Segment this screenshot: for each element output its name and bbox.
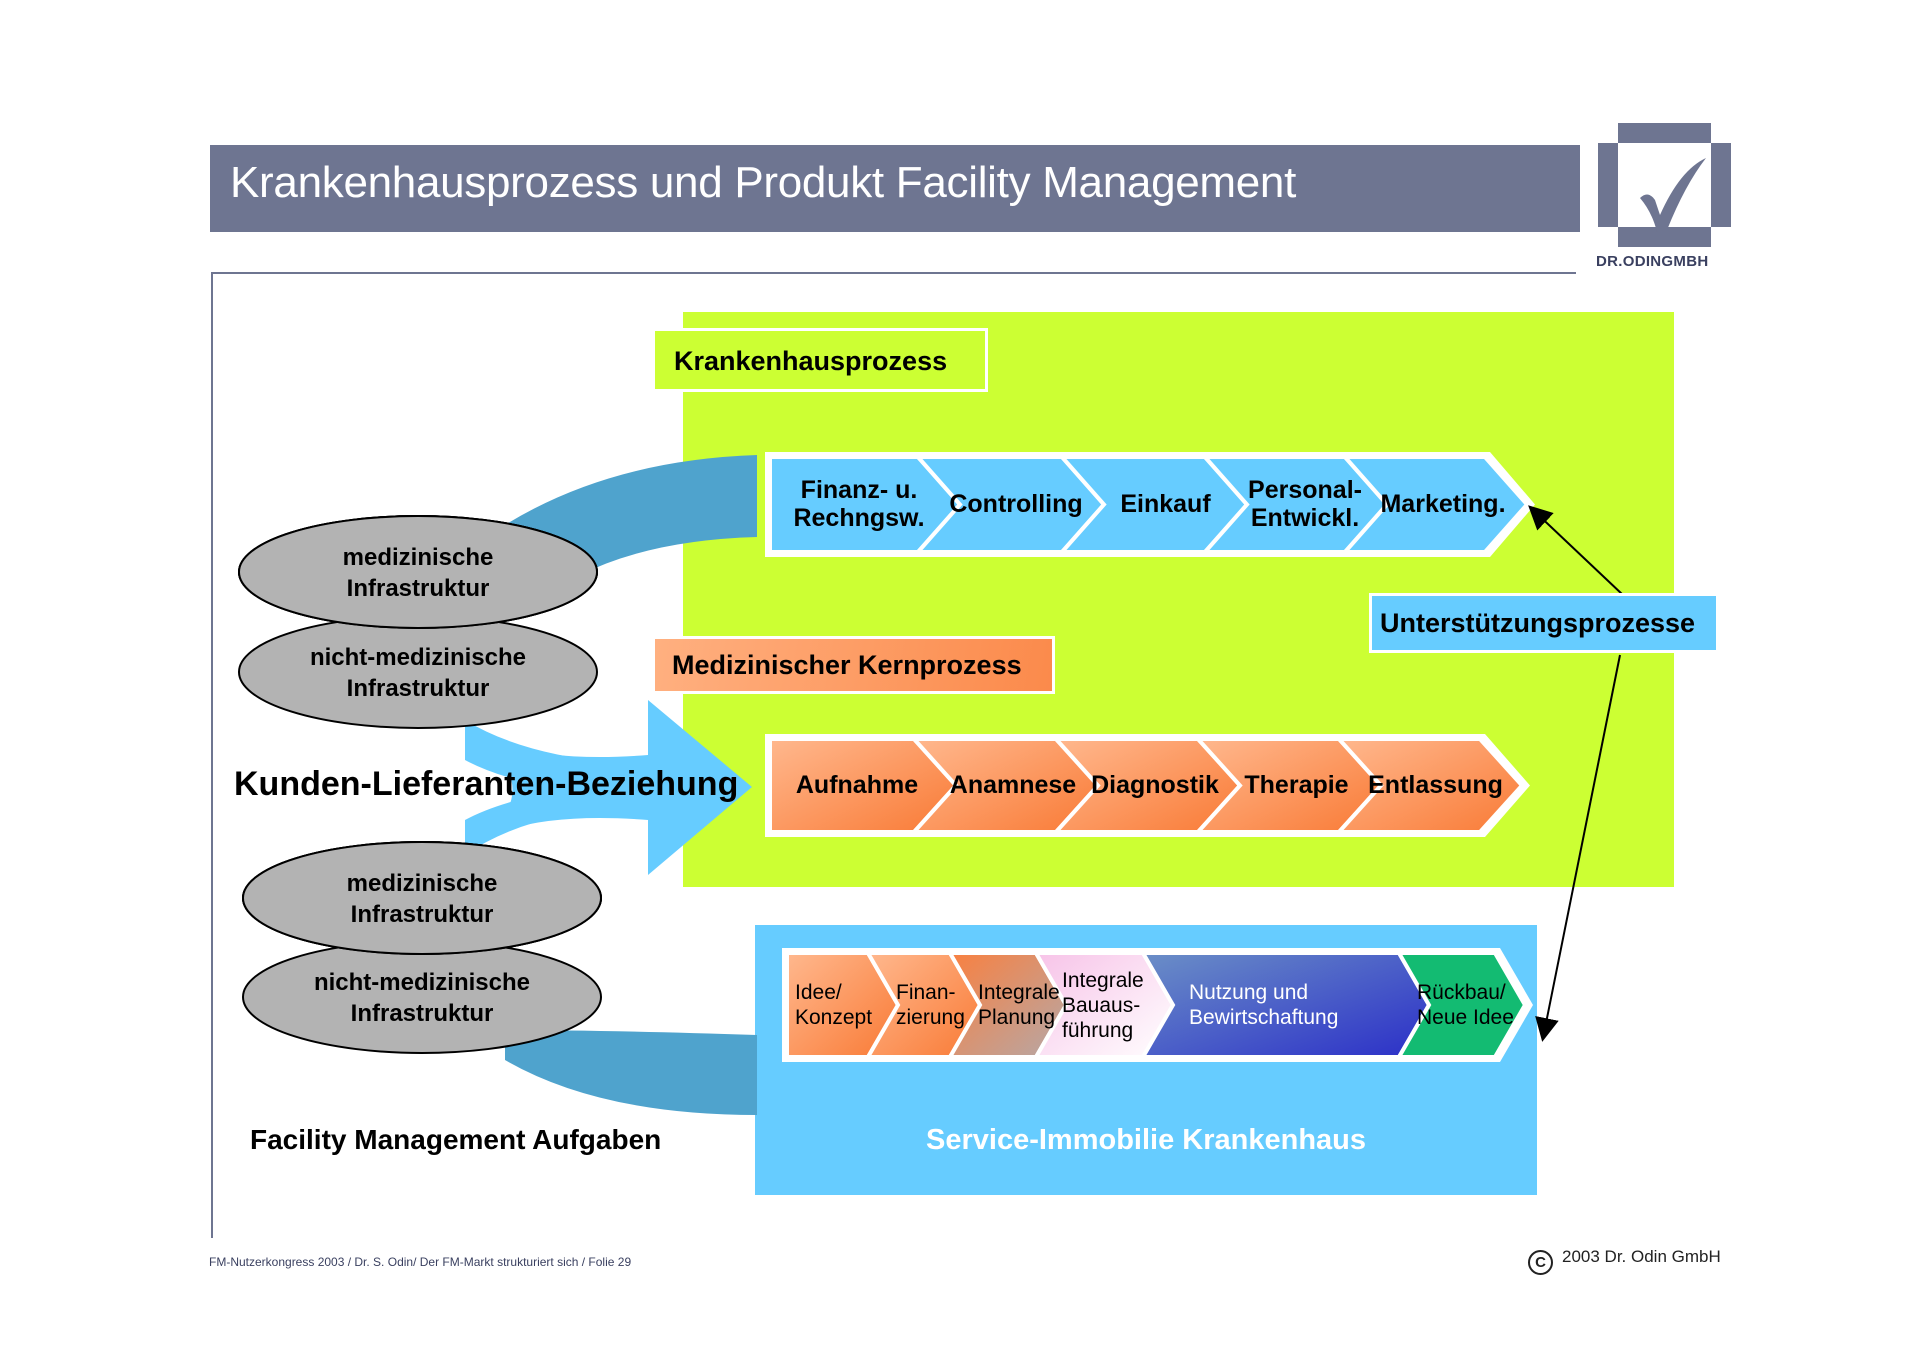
- support-step-text: Controlling: [949, 490, 1083, 518]
- support-process-row: [765, 452, 1535, 557]
- ellipse-4-line2: Infrastruktur: [350, 1000, 494, 1027]
- lifecycle-row: [782, 948, 1533, 1062]
- core-process-row: [765, 734, 1530, 837]
- lifecycle-step-text: Integrale: [1062, 968, 1144, 992]
- lifecycle-step-text: Neue Idee: [1417, 1006, 1514, 1030]
- ellipse-4-label: nicht-medizinische Infrastruktur: [243, 967, 601, 1029]
- core-step-text: Diagnostik: [1091, 771, 1219, 799]
- support-step-label: Finanz- u.Rechngsw.: [770, 476, 948, 532]
- kunden-lieferanten-arrow-body-top: [465, 720, 648, 800]
- lifecycle-step-6: [1395, 951, 1528, 1059]
- footer-copyright: 2003 Dr. Odin GmbH: [1562, 1247, 1721, 1266]
- lifecycle-step-text: Bewirtschaftung: [1189, 1006, 1339, 1030]
- facility-management-label: Facility Management Aufgaben: [250, 1124, 662, 1155]
- ellipse-3-line2: Infrastruktur: [350, 901, 494, 928]
- support-step-text: Einkauf: [1120, 490, 1211, 518]
- support-step-text: Finanz- u.: [800, 475, 918, 504]
- copyright-icon: C: [1528, 1250, 1553, 1275]
- unterstuetzungsprozesse-label: Unterstützungsprozesse: [1369, 593, 1719, 653]
- core-step-label: Entlassung: [1367, 771, 1504, 799]
- lifecycle-step-text: Nutzung und: [1189, 981, 1309, 1004]
- core-step-text: Therapie: [1244, 771, 1349, 799]
- ellipse-4-line1: nicht-medizinische: [313, 969, 531, 996]
- ellipse-3-label: medizinische Infrastruktur: [243, 868, 601, 930]
- core-step-5: [1334, 737, 1525, 834]
- lifecycle-step-text: Konzept: [795, 1006, 873, 1030]
- lifecycle-step-text: zierung: [896, 1006, 965, 1030]
- core-step-text: Anamnese: [949, 771, 1077, 799]
- title-bar: [210, 145, 1580, 232]
- band-bottom: [505, 1030, 757, 1115]
- support-step-5: [1340, 455, 1530, 554]
- lifecycle-step-text: Rückbau/: [1417, 981, 1506, 1004]
- ellipse-1-line2: Infrastruktur: [346, 575, 490, 602]
- lifecycle-step-text: Finan-: [896, 981, 956, 1004]
- ellipse-1-label: medizinische Infrastruktur: [239, 542, 597, 604]
- ellipse-1-line1: medizinische: [342, 544, 494, 571]
- page-title: Krankenhausprozess und Produkt Facility …: [230, 158, 1297, 207]
- lifecycle-step-label: Finan-zierung: [896, 980, 974, 1030]
- kunden-lieferanten-arrow-body-bottom: [465, 780, 648, 855]
- lifecycle-step-text: Integrale: [978, 981, 1060, 1004]
- ellipse-2-line1: nicht-medizinische: [309, 644, 527, 671]
- support-step-label: Personal-Entwickl.: [1237, 476, 1373, 532]
- ellipse-3-line1: medizinische: [346, 870, 498, 897]
- header-rule: [211, 272, 1576, 274]
- core-step-label: Therapie: [1228, 771, 1365, 799]
- support-arrow-down: [1535, 654, 1621, 1042]
- support-step-text: Personal-: [1248, 475, 1362, 504]
- support-step-label: Einkauf: [1096, 490, 1235, 518]
- lifecycle-step-text: Planung: [978, 1006, 1056, 1030]
- lifecycle-step-text: Bauaus-: [1062, 993, 1141, 1017]
- footer-citation: FM-Nutzerkongress 2003 / Dr. S. Odin/ De…: [209, 1255, 632, 1269]
- ellipse-2-label: nicht-medizinische Infrastruktur: [239, 642, 597, 704]
- support-step-text: Entwickl.: [1250, 503, 1360, 532]
- support-step-label: Controlling: [946, 490, 1086, 518]
- core-step-label: Diagnostik: [1086, 771, 1224, 799]
- service-immobilie-label: Service-Immobilie Krankenhaus: [926, 1124, 1366, 1156]
- logo-text: DR.ODINGMBH: [1596, 253, 1709, 270]
- lifecycle-step-text: führung: [1062, 1018, 1134, 1042]
- kunden-lieferanten-label: Kunden-Lieferanten-Beziehung: [234, 765, 739, 803]
- support-step-text: Rechngsw.: [793, 503, 925, 532]
- lifecycle-step-text: Idee/: [795, 981, 842, 1004]
- left-rule: [211, 272, 213, 1238]
- lifecycle-step-label: Idee/Konzept: [795, 980, 894, 1030]
- support-arrow-up: [1528, 505, 1624, 596]
- core-step-label: Anamnese: [944, 771, 1082, 799]
- core-step-text: Entlassung: [1368, 771, 1503, 799]
- support-step-text: Marketing.: [1380, 490, 1506, 518]
- core-step-label: Aufnahme: [770, 771, 944, 799]
- kernprozess-label: Medizinischer Kernprozess: [652, 636, 1055, 694]
- lifecycle-step-label: Rückbau/Neue Idee: [1417, 980, 1514, 1030]
- krankenhausprozess-label: Krankenhausprozess: [652, 328, 988, 392]
- ellipse-2-line2: Infrastruktur: [346, 675, 490, 702]
- core-step-text: Aufnahme: [795, 771, 919, 799]
- support-step-label: Marketing.: [1375, 490, 1511, 518]
